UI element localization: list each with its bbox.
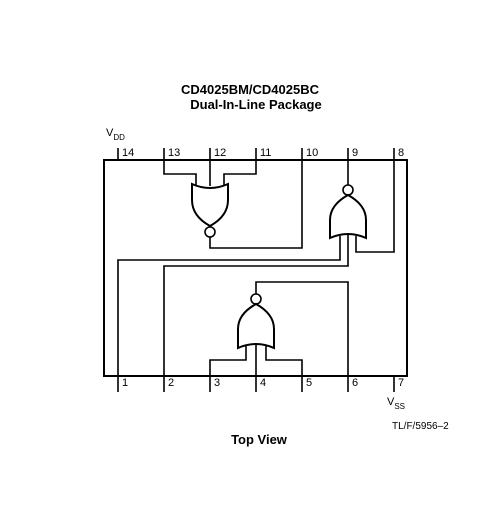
pin-label-7: 7 <box>398 377 404 389</box>
pin-label-1: 1 <box>122 377 128 389</box>
pin-label-3: 3 <box>214 377 220 389</box>
pin-label-14: 14 <box>122 147 134 159</box>
bottom-pin-leads <box>117 376 395 392</box>
pin-label-10: 10 <box>306 147 318 159</box>
pin-label-8: 8 <box>398 147 404 159</box>
reference-code: TL/F/5956–2 <box>392 421 449 432</box>
diagram-subtitle: Dual-In-Line Package <box>190 97 321 112</box>
pin-label-12: 12 <box>214 147 226 159</box>
pin-label-2: 2 <box>168 377 174 389</box>
pin-label-9: 9 <box>352 147 358 159</box>
top-pin-leads <box>117 148 395 160</box>
vdd-label: VDD <box>106 127 125 142</box>
nor-gate-a <box>163 160 303 249</box>
pin-label-4: 4 <box>260 377 266 389</box>
nor-gate-c <box>209 281 349 376</box>
pin-label-5: 5 <box>306 377 312 389</box>
pin-label-13: 13 <box>168 147 180 159</box>
pin-label-6: 6 <box>352 377 358 389</box>
vss-label: VSS <box>387 396 405 411</box>
pin-label-11: 11 <box>260 147 271 159</box>
view-caption: Top View <box>231 432 288 447</box>
diagram-title: CD4025BM/CD4025BC <box>181 82 320 97</box>
nor-gate-b <box>117 160 395 376</box>
